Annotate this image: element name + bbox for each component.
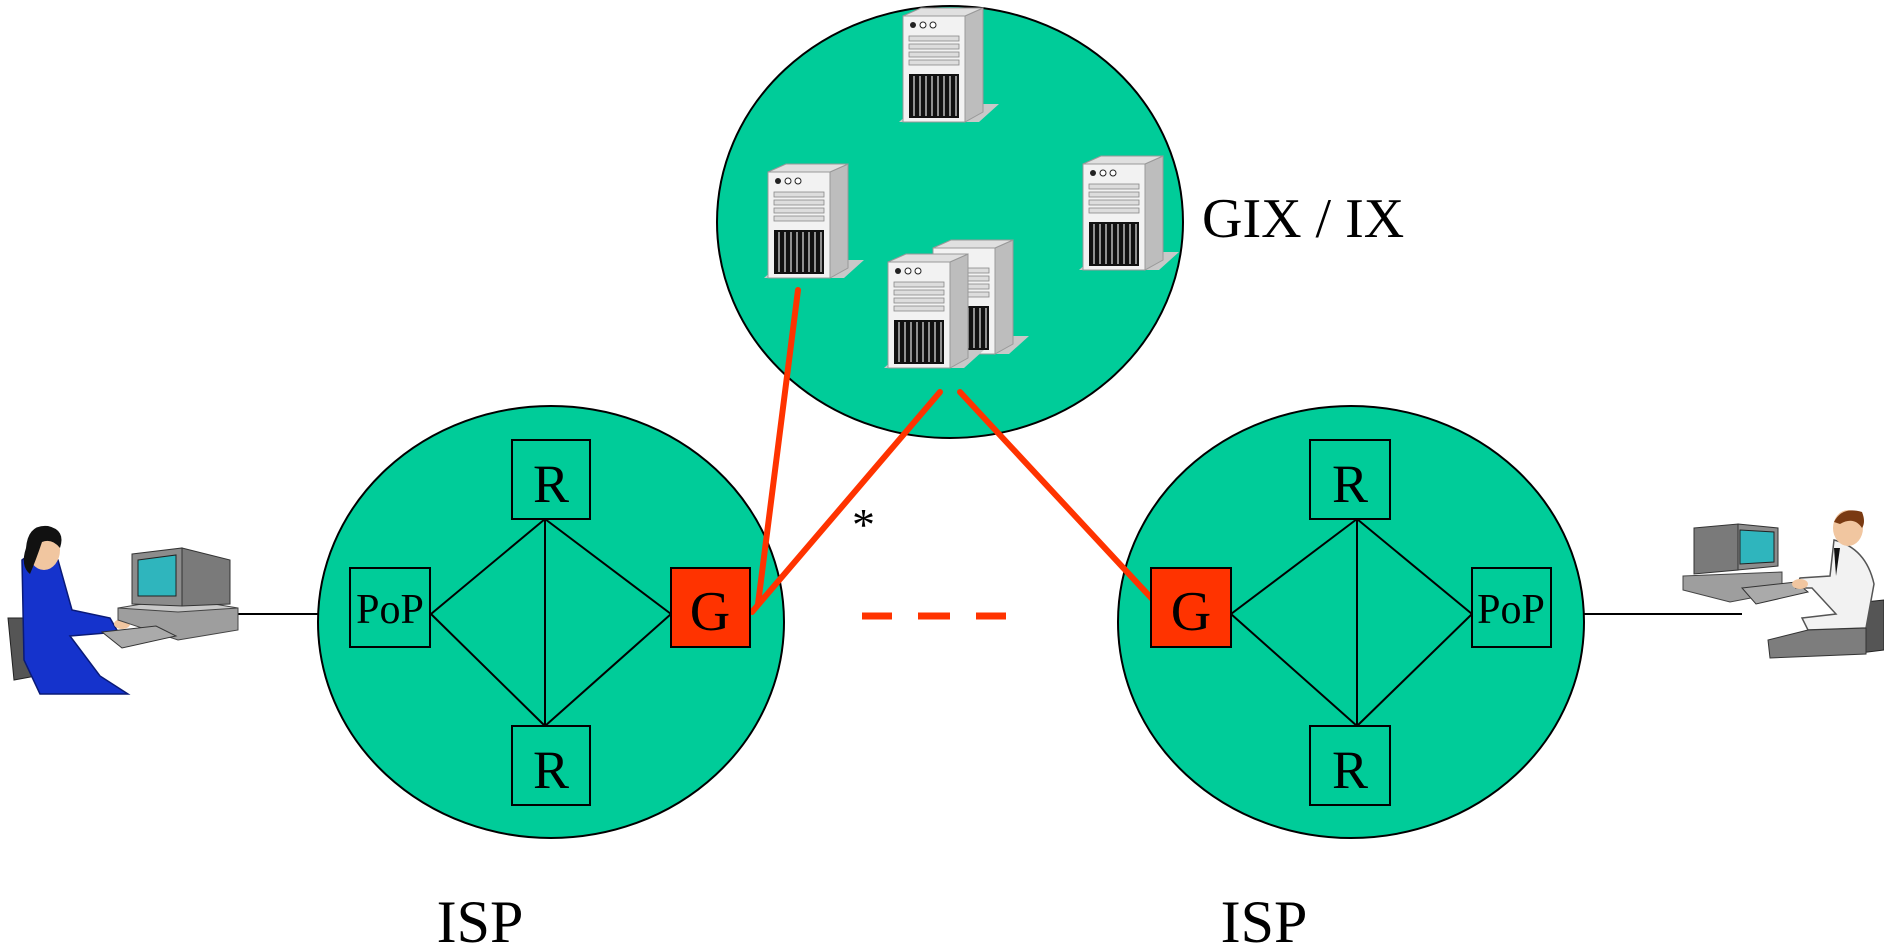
isp-right-cloud [1117, 405, 1585, 839]
isp-right-router-bottom-label: R [1332, 740, 1368, 800]
isp-left-router-top-label: R [533, 454, 569, 514]
server-pair-icon [883, 239, 1030, 369]
isp-right-mesh [1230, 518, 1473, 727]
isp-left-router-bottom-label: R [533, 740, 569, 800]
isp-left-gateway-label: G [690, 581, 730, 643]
isp-left-router-top [511, 439, 591, 520]
isp-right-gateway-label: G [1171, 581, 1211, 643]
isp-left-gateway [670, 567, 751, 648]
isp-left-cloud [317, 405, 785, 839]
exchange-label: GIX / IX [1202, 188, 1404, 250]
isp-right-router-bottom [1309, 725, 1391, 806]
isp-left-pop-label: PoP [356, 587, 424, 633]
man-at-computer-icon [1682, 510, 1884, 659]
isp-right-router-top-label: R [1332, 454, 1368, 514]
exchange-cloud [716, 5, 1184, 439]
isp-left-label: ISP [437, 889, 524, 948]
isp-right-router-top [1309, 439, 1391, 520]
isp-left-pop [349, 567, 431, 648]
isp-right-pop-label: PoP [1477, 587, 1545, 633]
isp-right-pop [1471, 567, 1552, 648]
isp-right-label: ISP [1221, 889, 1308, 948]
isp-left-router-bottom [511, 725, 591, 806]
isp-right-gateway [1150, 567, 1232, 648]
peering-links [749, 287, 1158, 615]
woman-at-computer-icon [7, 525, 239, 695]
isp-left-mesh [430, 518, 672, 727]
asterisk-label: * [852, 499, 875, 550]
